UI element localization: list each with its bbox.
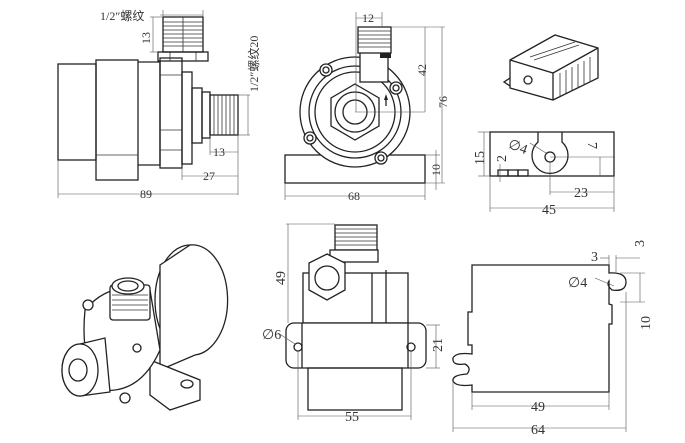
thread-label-top: 1/2″螺纹 [100,9,144,23]
dim-outlet-height: 42 [415,64,429,76]
dim-bracket-width: 45 [542,203,556,218]
plate-outline [452,264,627,393]
dim-total-height: 76 [436,96,450,108]
pump-isometric [61,244,229,411]
dim-bracket-hole-offset: 7 [584,142,599,149]
dim-thread-length-right: 13 [213,145,225,159]
dim-hole-spacing: 55 [345,410,359,425]
dim-slot-width: 3 [591,250,598,265]
dim-bracket-hole: ∅4 [506,137,529,158]
flow-arrow-icon [384,94,388,100]
motor-bottom [307,367,403,411]
plate-detail: 3 3 ∅4 10 49 64 [452,240,654,438]
dim-base-width: 68 [348,189,360,203]
dim-bracket-slot: 2 [495,155,510,162]
dim-base-height: 10 [429,164,443,176]
motor-end-cap [57,63,97,161]
top-view: 49 ∅6 21 55 [262,223,446,425]
dim-total-length: 89 [140,187,152,201]
hex-inlet [308,253,346,301]
bracket-outline [489,131,615,177]
front-view: 12 42 76 10 68 [284,11,450,203]
bolt-holes [303,63,403,165]
dim-total-width: 64 [531,423,545,438]
label-plate [380,53,391,58]
mount-base [285,322,427,369]
motor-body [95,59,139,181]
pump-housing [138,61,161,166]
dim-mount-hole: ∅6 [262,328,281,343]
dim-outlet-offset: 27 [203,169,215,183]
dim-slot-offset: 3 [633,240,648,247]
hex-inlet [330,83,380,141]
dim-top-height: 49 [274,271,289,285]
dim-slot-dia: ∅4 [568,276,587,291]
side-view: 1/2″螺纹 1/2″螺纹20 13 13 27 89 [57,9,261,201]
dim-inner-width: 49 [531,400,545,415]
dim-thread-length-top: 13 [139,32,153,44]
hex-nut-top [157,51,209,62]
inlet-thread-right [209,94,239,136]
bracket-detail: 15 ∅4 7 2 23 45 [473,131,615,218]
dim-slot-length: 10 [639,316,654,330]
dim-bracket-height: 15 [473,151,488,165]
dim-thread-width: 12 [362,11,374,25]
dim-base-thickness: 21 [431,338,446,352]
bracket-isometric [502,34,599,101]
thread-label-right: 1/2″螺纹20 [247,36,261,92]
dim-bracket-hole-from-edge: 23 [574,186,588,201]
